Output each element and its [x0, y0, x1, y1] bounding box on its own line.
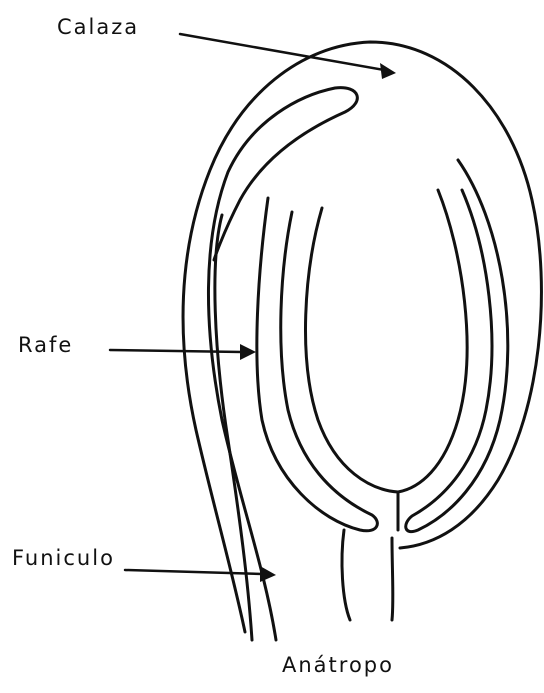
outer-integument-left — [257, 198, 377, 531]
inner-integument-left — [306, 208, 398, 492]
funiculo-label: Funiculo — [12, 546, 115, 570]
outer-integument-right — [406, 160, 508, 532]
rafe-label: Rafe — [18, 333, 73, 357]
rafe-arrowhead — [240, 344, 256, 360]
funiculo-arrow — [125, 570, 262, 574]
calaza-label: Calaza — [57, 15, 139, 39]
ovule-outer-outline — [183, 42, 541, 632]
stalk-center-line — [392, 538, 393, 620]
diagram-caption: Anátropo — [282, 653, 394, 677]
calaza-arrowhead — [380, 63, 396, 79]
funiculo-arrowhead — [260, 566, 276, 582]
calaza-arrow — [180, 34, 384, 70]
stalk-left-line — [342, 530, 350, 620]
rafe-arrow — [110, 350, 242, 352]
inner-integument-right — [398, 190, 467, 492]
